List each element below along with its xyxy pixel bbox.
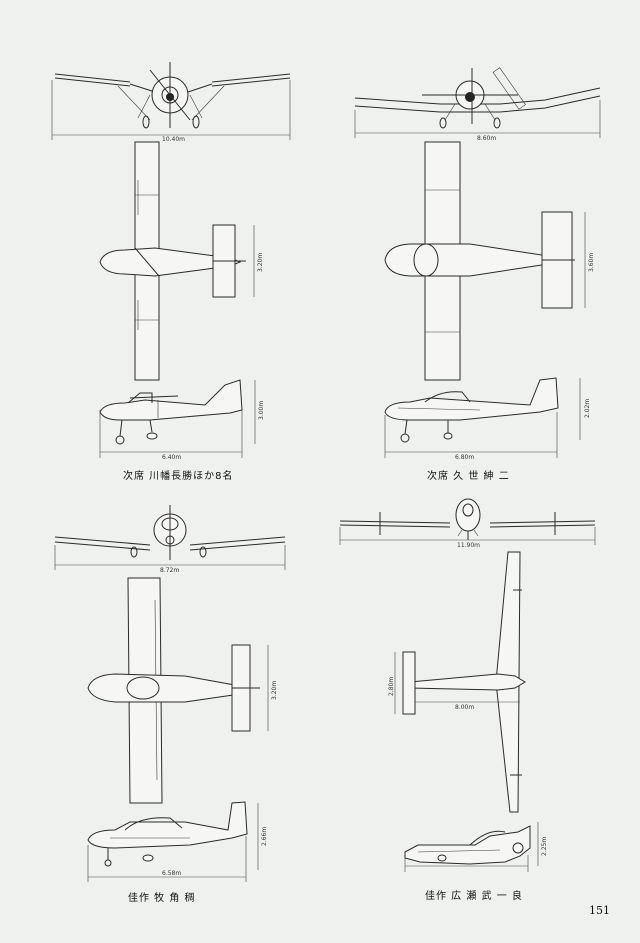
aircraft-3-top-view: 3.20m (87, 577, 278, 804)
aircraft-3-side-view: 6.58m 2.66m (87, 801, 268, 882)
aircraft-3-tail-span-label: 3.20m (271, 681, 278, 700)
aircraft-4-top-view: 2.80m 8.00m (388, 551, 526, 813)
caption-entry-2: 次席 久 世 紳 二 (427, 471, 510, 482)
caption-entry-3: 佳作 牧 角 稠 (128, 893, 196, 904)
caption-entry-1: 次席 川幡長勝ほか8名 (123, 471, 234, 482)
aircraft-1-front-view: 10.40m (51, 62, 291, 143)
aircraft-2-top-view: 3.60m (384, 141, 595, 381)
aircraft-4-side-view: 2.25m (404, 822, 548, 872)
aircraft-3-front-view: 8.72m (54, 505, 286, 574)
aircraft-2-tail-span-label: 3.60m (588, 253, 595, 272)
aircraft-4-tail-span-label: 2.80m (388, 677, 395, 696)
aircraft-1-height-label: 3.00m (258, 401, 265, 420)
aircraft-3-height-label: 2.66m (261, 827, 268, 846)
aircraft-2-side-view: 6.80m 2.02m (384, 377, 591, 461)
aircraft-3-length-label: 6.58m (162, 870, 181, 877)
aircraft-1-side-view: 6.40m 3.00m (99, 379, 265, 461)
aircraft-1-tail-span-label: 3.20m (257, 253, 264, 272)
caption-entry-4: 佳作 広 瀬 武 一 良 (425, 891, 523, 902)
aircraft-1-length-label: 6.40m (162, 454, 181, 461)
page-number: 151 (589, 904, 610, 917)
aircraft-1-span-label: 10.40m (162, 136, 185, 143)
aircraft-2-front-view: 8.60m (354, 67, 601, 142)
aircraft-3-span-label: 8.72m (160, 567, 179, 574)
aircraft-2-length-label: 6.80m (455, 454, 474, 461)
aircraft-4-front-view: 11.90m (339, 498, 596, 549)
aircraft-2-span-label: 8.60m (477, 135, 496, 142)
aircraft-1-top-view: 3.20m (99, 141, 264, 381)
aircraft-4-height-label: 2.25m (541, 837, 548, 856)
aircraft-2-height-label: 2.02m (584, 399, 591, 418)
aircraft-4-span-label: 11.90m (457, 542, 480, 549)
aircraft-4-length-label: 8.00m (455, 704, 474, 711)
